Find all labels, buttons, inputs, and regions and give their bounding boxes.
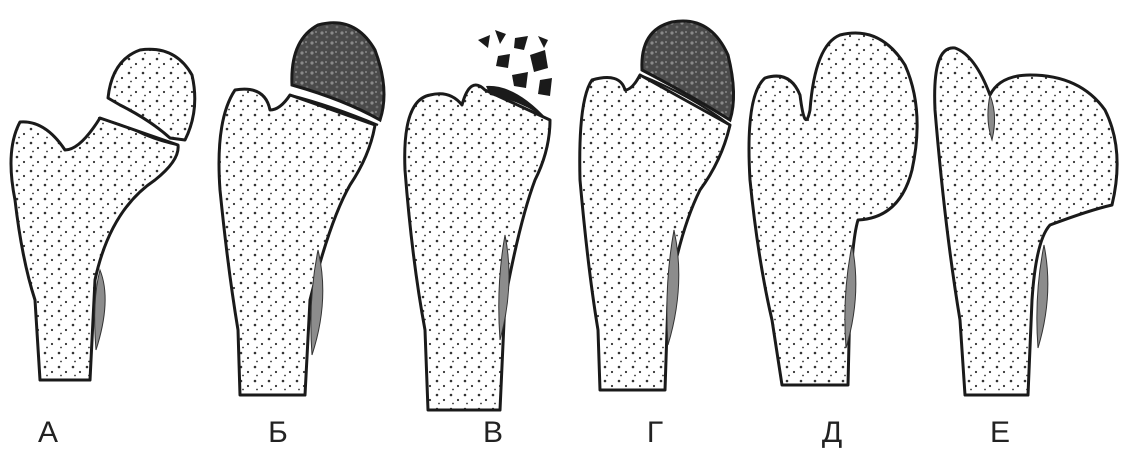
femur-shaft-b (219, 89, 375, 395)
stage-d (580, 21, 734, 390)
label-b: Б (268, 416, 288, 449)
shade-f (1037, 245, 1048, 348)
stage-c (405, 30, 552, 410)
stage-b (219, 23, 384, 395)
label-a: А (38, 416, 58, 449)
stage-e (749, 33, 917, 385)
femur-shaft-a (11, 118, 178, 380)
label-c: В (483, 416, 503, 449)
femur-shaft-f (935, 48, 1117, 395)
label-e: Д (822, 416, 842, 449)
label-f: Е (990, 416, 1010, 449)
femur-shaft-e (749, 33, 917, 385)
label-d: Г (647, 416, 663, 449)
femur-shaft-d (580, 75, 730, 390)
femur-shaft-c (405, 85, 550, 410)
stage-f (935, 48, 1117, 395)
stage-a (11, 49, 195, 380)
